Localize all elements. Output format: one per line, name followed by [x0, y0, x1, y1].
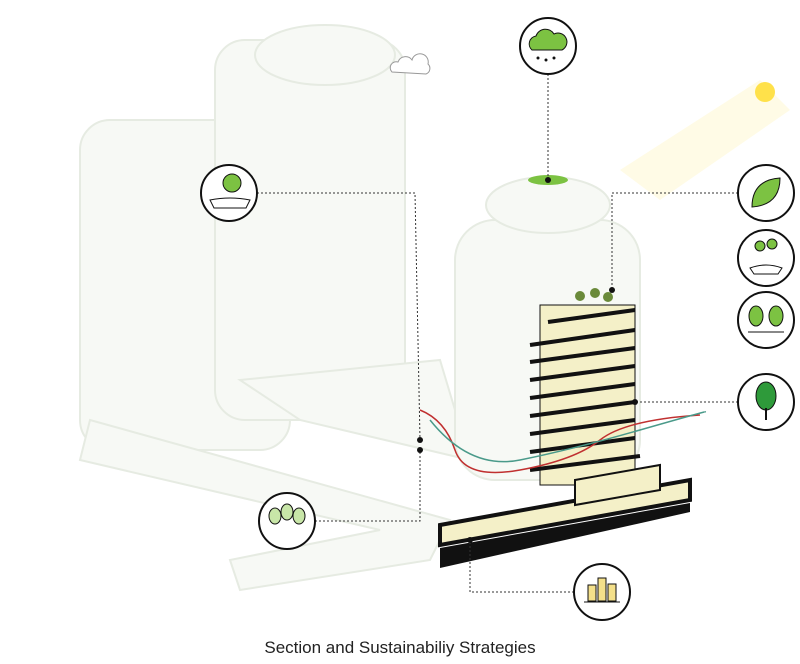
main-tower-roof — [485, 176, 611, 234]
trees-icon — [737, 291, 795, 349]
sun-icon — [755, 82, 775, 102]
tree-icon — [737, 373, 795, 431]
leader-lines — [257, 74, 738, 593]
water-flow-line — [429, 411, 706, 463]
diagram-caption: Section and Sustainabiliy Strategies — [264, 638, 536, 657]
sunlight-rays — [620, 80, 790, 200]
city-greenery-icon — [573, 563, 631, 621]
floor-slabs — [529, 288, 641, 486]
hand-leaf-icon — [200, 164, 258, 222]
hand-plant-icon — [737, 229, 795, 287]
ghost-tower — [214, 39, 406, 421]
plants-icon — [258, 492, 316, 550]
podium-base — [438, 463, 692, 568]
rain-cloud-icon — [519, 17, 577, 75]
ghost-tower-roof — [254, 24, 396, 86]
cloud-doodle — [389, 53, 431, 75]
leaf-icon — [737, 164, 795, 222]
